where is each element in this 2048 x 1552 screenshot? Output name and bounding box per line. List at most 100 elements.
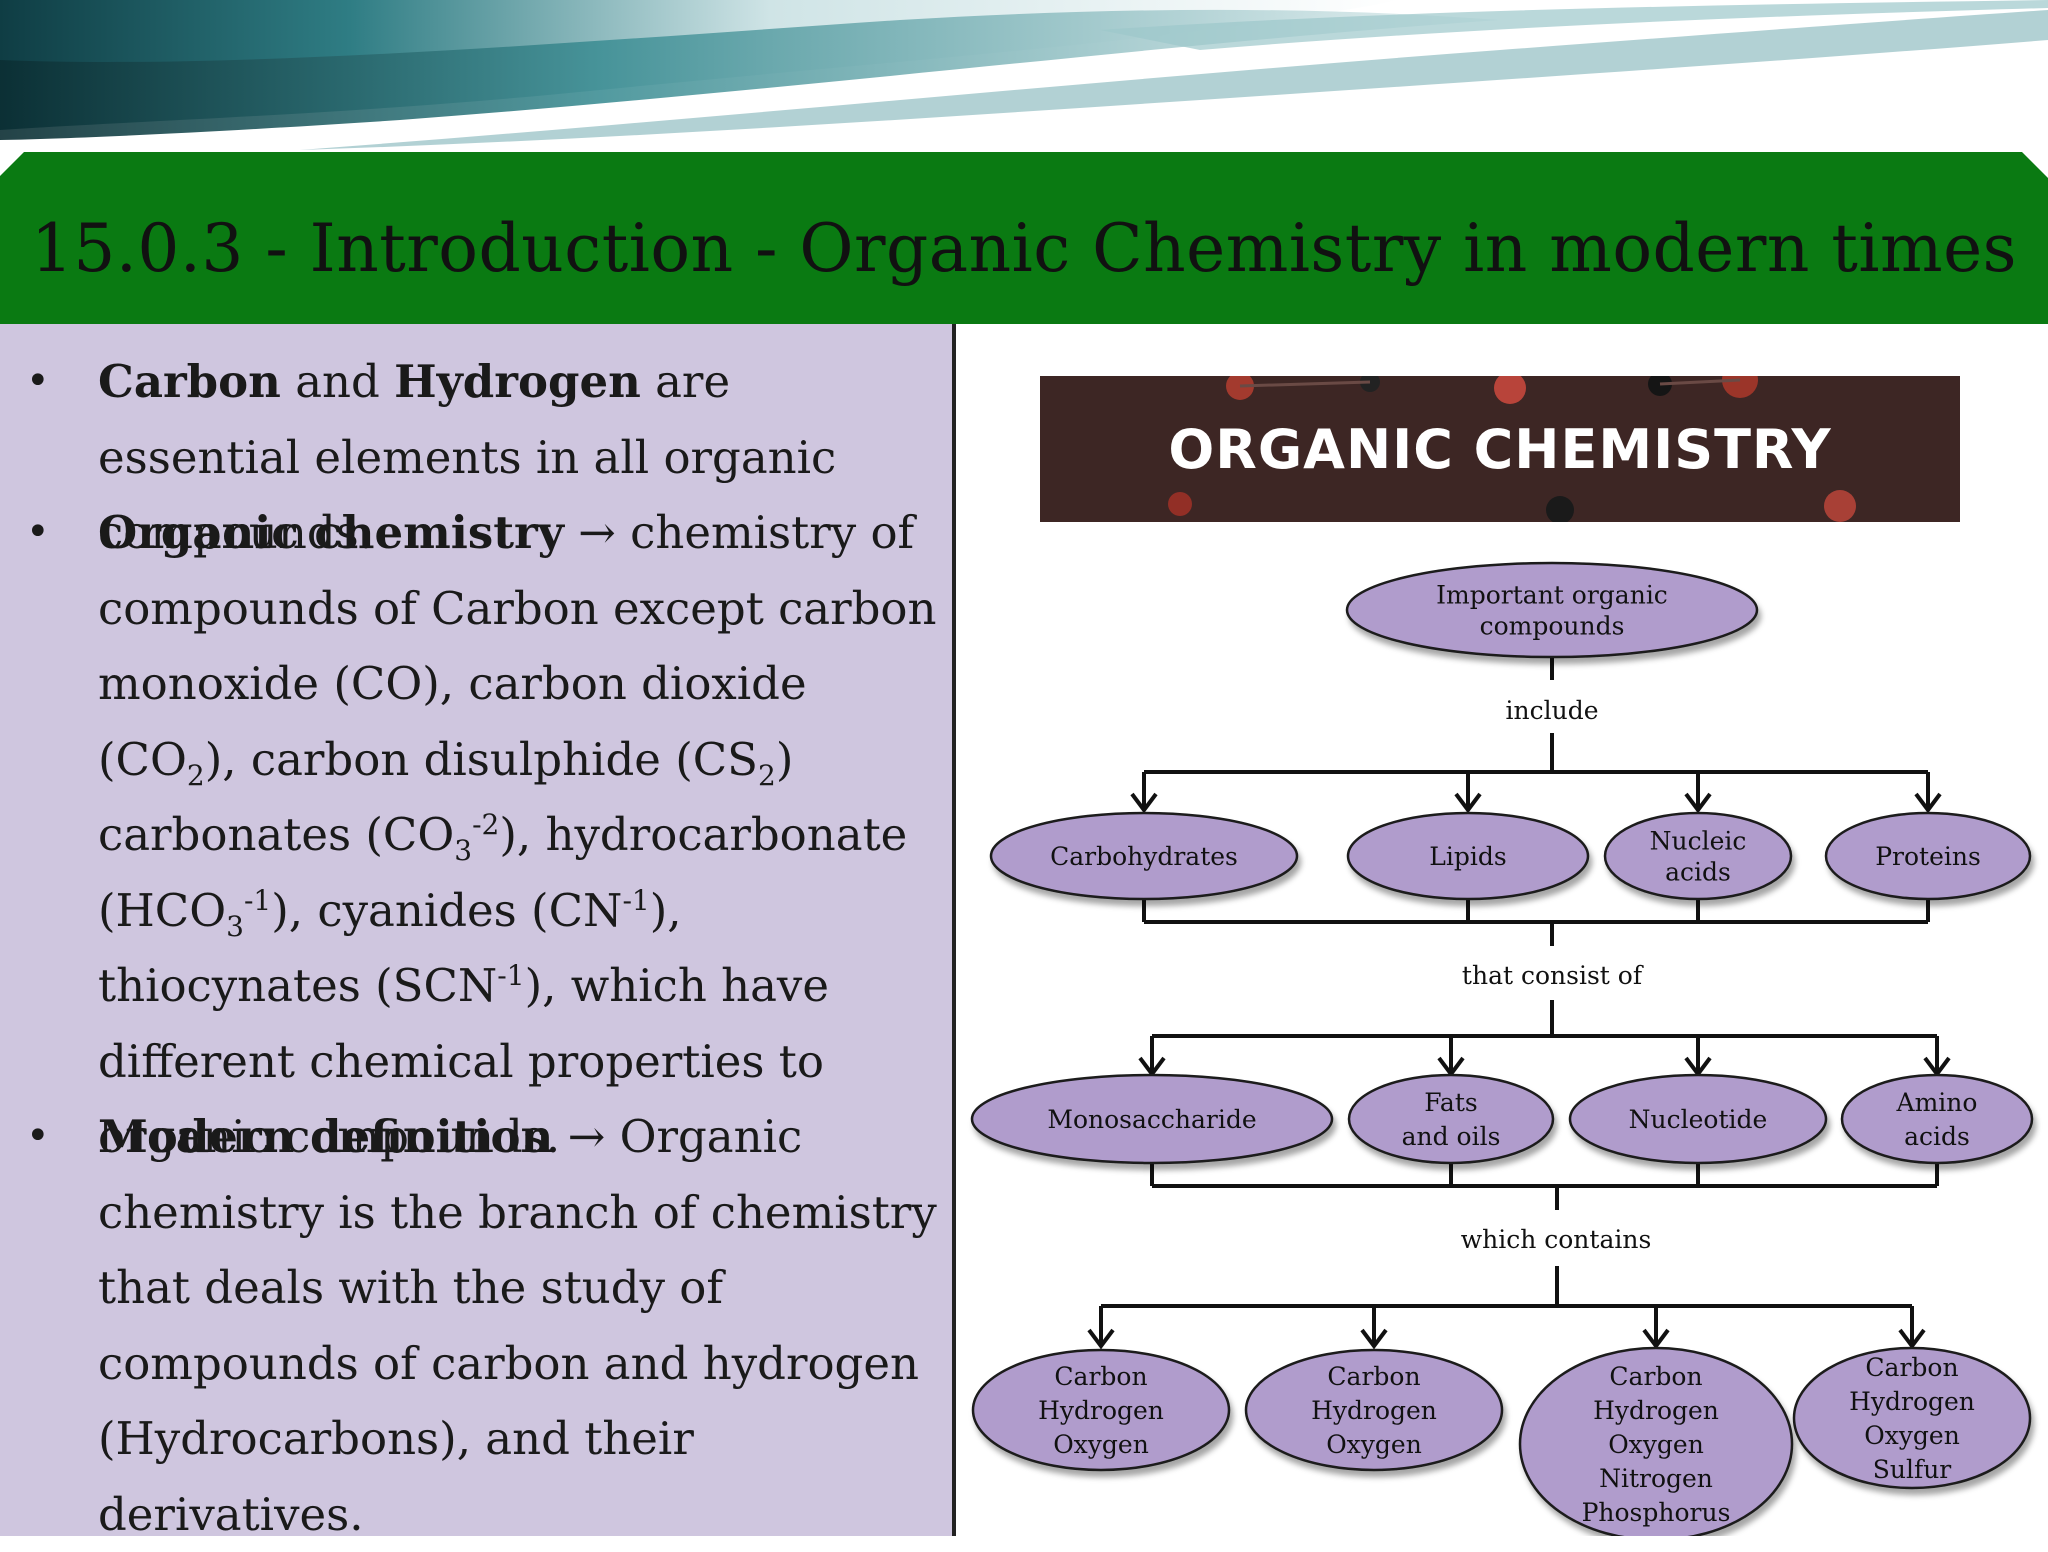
- bullet-text: are essential elements in all organic co…: [98, 355, 837, 559]
- bullet-text: Organic chemistry is the branch of chemi…: [98, 1110, 937, 1541]
- node-label: Lipids: [1429, 842, 1506, 871]
- node-label: Oxygen: [1864, 1421, 1960, 1450]
- superscript: -1: [622, 883, 650, 917]
- bullet-bold: Hydrogen: [394, 355, 641, 408]
- arrowhead: [1130, 792, 1158, 814]
- bullet-dot-icon: •: [26, 358, 50, 404]
- bullet-dot-icon: •: [26, 1113, 50, 1159]
- node-ellipse: [989, 811, 1299, 901]
- node-label: Nitrogen: [1599, 1464, 1713, 1493]
- arrowhead: [1360, 1328, 1388, 1350]
- node-label: acids: [1904, 1122, 1970, 1151]
- bullet-item: • Modern definition → Organic chemistry …: [26, 1099, 938, 1552]
- node-ellipse: [1792, 1346, 2032, 1490]
- node-label: Carbon: [1327, 1362, 1420, 1391]
- node-ellipse: [1824, 811, 2032, 901]
- node-label: Amino: [1896, 1088, 1978, 1117]
- node-label: Fats: [1424, 1088, 1477, 1117]
- connector-label-contains: which contains: [1461, 1225, 1652, 1254]
- connector-lines: [1087, 657, 1951, 1350]
- node-label: compounds: [1480, 612, 1625, 641]
- bullet-text: ), hydrocarbonate (HCO: [98, 808, 908, 937]
- node-ellipse: [971, 1348, 1231, 1472]
- node-level2: Fats and oils: [1347, 1073, 1555, 1165]
- bullet-item: • Carbon and Hydrogen are essential elem…: [26, 344, 938, 571]
- superscript: -2: [472, 808, 500, 841]
- subscript: 3: [226, 909, 244, 943]
- node-label: Sulfur: [1873, 1455, 1952, 1484]
- bullet-text: ), which have different chemical propert…: [98, 959, 829, 1163]
- connector-label-consist: that consist of: [1462, 961, 1644, 990]
- node-ellipse: [1346, 811, 1590, 901]
- bullet-panel: • Carbon and Hydrogen are essential elem…: [0, 324, 956, 1541]
- node-level1: Proteins: [1824, 811, 2032, 901]
- bullet-bold: Modern definition: [98, 1110, 554, 1163]
- node-ellipse: [970, 1073, 1334, 1165]
- node-label: acids: [1665, 858, 1731, 887]
- arrowhead: [1684, 792, 1712, 814]
- node-level2: Monosaccharide: [970, 1073, 1334, 1165]
- node-ellipse: [1518, 1346, 1794, 1536]
- arrowhead: [1454, 792, 1482, 814]
- connector-label-include: include: [1506, 696, 1599, 725]
- arrowhead: [1914, 792, 1942, 814]
- bullet-item: • Organic chemistry → chemistry of compo…: [26, 495, 938, 1175]
- node-ellipse: [1603, 811, 1793, 901]
- node-label: Monosaccharide: [1047, 1105, 1256, 1134]
- bullet-text: and: [280, 355, 395, 408]
- superscript: -1: [243, 883, 272, 917]
- superscript: -1: [497, 959, 525, 992]
- node-label: Nucleotide: [1629, 1105, 1768, 1134]
- node-label: Carbon: [1054, 1362, 1147, 1391]
- node-label: Carbohydrates: [1050, 842, 1238, 871]
- bullet-text: ), thiocynates (SCN: [98, 883, 682, 1013]
- slide-title: 15.0.3 - Introduction - Organic Chemistr…: [30, 209, 2018, 287]
- node-label: Oxygen: [1053, 1430, 1149, 1459]
- arrowhead: [1087, 1328, 1115, 1350]
- node-label: Proteins: [1875, 842, 1981, 871]
- decorative-wave-banner: [0, 0, 2048, 160]
- bullet-text: chemistry of compounds of Carbon except …: [98, 506, 937, 786]
- node-ellipse: [1345, 561, 1759, 659]
- node-label: Carbon: [1865, 1353, 1958, 1382]
- node-label: Hydrogen: [1311, 1396, 1437, 1425]
- bullet-text: ) carbonates (CO: [98, 732, 794, 862]
- organic-chemistry-heading: ORGANIC CHEMISTRY: [1168, 417, 1832, 481]
- subscript: 2: [758, 758, 776, 792]
- molecule-decoration: [1168, 376, 1856, 522]
- node-label: Hydrogen: [1038, 1396, 1164, 1425]
- arrowhead: [1898, 1328, 1926, 1350]
- node-label: and oils: [1402, 1122, 1501, 1151]
- node-label: Oxygen: [1326, 1430, 1422, 1459]
- node-label: Phosphorus: [1582, 1498, 1731, 1527]
- bullet-bold: Organic chemistry: [98, 506, 564, 559]
- node-label: Carbon: [1609, 1362, 1702, 1391]
- title-bar: 15.0.3 - Introduction - Organic Chemistr…: [0, 152, 2048, 324]
- node-label: Oxygen: [1608, 1430, 1704, 1459]
- bullet-bold: Carbon: [98, 355, 281, 408]
- bullet-dot-icon: •: [26, 509, 50, 555]
- subscript: 2: [186, 758, 205, 792]
- arrow-icon: →: [553, 1110, 620, 1163]
- arrowhead: [1642, 1328, 1670, 1350]
- node-level1: Carbohydrates: [989, 811, 1299, 901]
- node-label: Nucleic: [1650, 827, 1747, 856]
- arrow-icon: →: [563, 506, 631, 559]
- node-ellipse: [1244, 1348, 1504, 1472]
- bullet-text: ), carbon disulphide (CS: [204, 732, 759, 786]
- subscript: 3: [454, 834, 473, 867]
- node-level1: Lipids: [1346, 811, 1590, 901]
- node-label: Hydrogen: [1593, 1396, 1719, 1425]
- node-label: Important organic: [1436, 581, 1668, 610]
- node-ellipse: [1840, 1073, 2034, 1165]
- bullet-text: ), cyanides (CN: [271, 883, 623, 937]
- node-level2: Amino acids: [1840, 1073, 2034, 1165]
- node-ellipse: [1568, 1073, 1828, 1165]
